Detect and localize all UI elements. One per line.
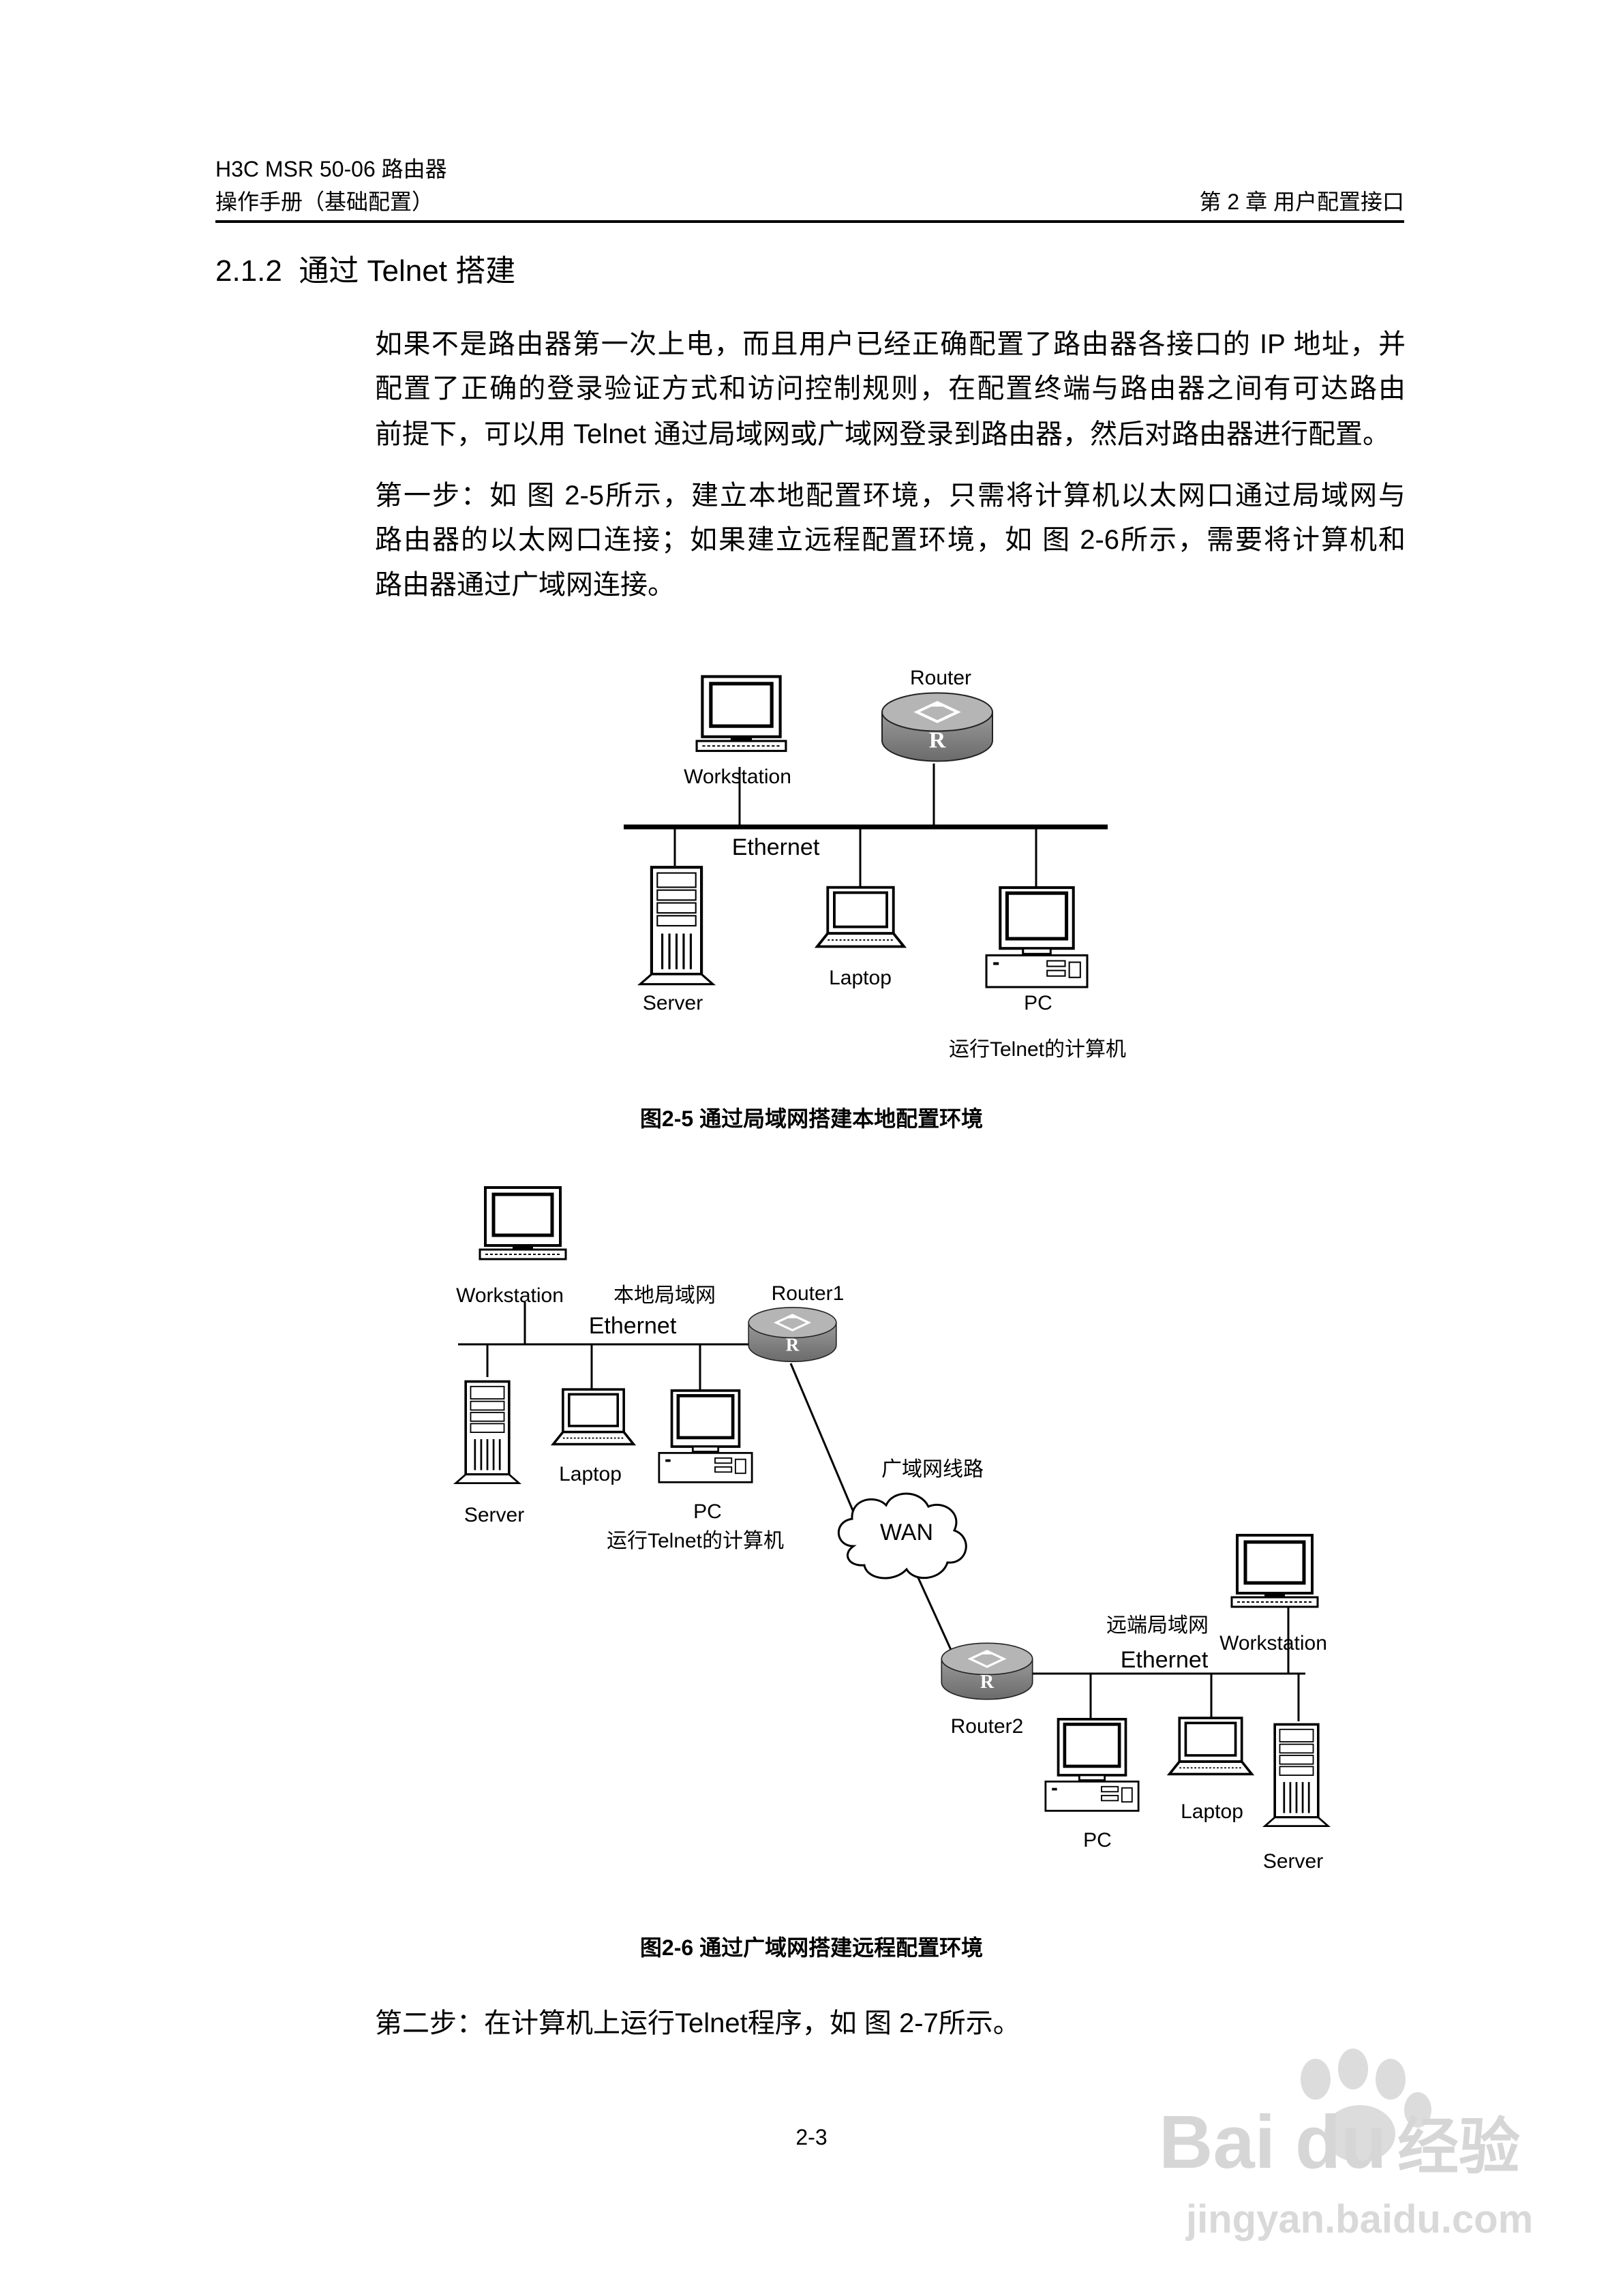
label-wan: WAN [879, 1520, 934, 1545]
section-number: 2.1.2 [215, 254, 282, 288]
paragraph1-line: 如果不是路由器第一次上电，而且用户已经正确配置了路由器各接口的 IP 地址，并 [375, 329, 1406, 359]
label-local-lan: 本地局域网 [613, 1284, 716, 1307]
section-title: 通过 Telnet 搭建 [299, 254, 516, 288]
paragraph2-line: 路由器的以太网口连接；如果建立远程配置环境，如 图 2-6所示，需要将计算机和 [375, 525, 1406, 555]
label-server: Server [642, 992, 703, 1014]
label-router1: Router1 [771, 1282, 845, 1305]
label-ethernet-local: Ethernet [588, 1313, 677, 1339]
figure2-caption: 图2-6 通过广域网搭建远程配置环境 [639, 1935, 984, 1960]
router1-wan-link [789, 1363, 857, 1517]
paragraph1-line: 配置了正确的登录验证方式和访问控制规则，在配置终端与路由器之间有可达路由 [375, 374, 1406, 404]
label-remote-lan: 远端局域网 [1106, 1614, 1209, 1637]
svg-text:经验: 经验 [1397, 2111, 1520, 2183]
wan-router2-link [915, 1574, 952, 1650]
section-heading: 2.1.2 通过 Telnet 搭建 [215, 252, 515, 290]
label-wan-line: 广域网线路 [881, 1458, 984, 1481]
label-laptop-local: Laptop [559, 1463, 622, 1485]
label-ethernet-remote: Ethernet [1120, 1647, 1209, 1673]
svg-text:du: du [1295, 2100, 1386, 2184]
label-telnet-pc: 运行Telnet的计算机 [948, 1038, 1127, 1061]
paw-icon [1301, 2049, 1431, 2162]
label-pc-local: PC [693, 1500, 722, 1523]
watermark-brand: Bai [1159, 2100, 1275, 2184]
header-rule [215, 220, 1404, 223]
label-router: Router [909, 667, 972, 689]
label-pc: PC [1024, 992, 1052, 1014]
label-ethernet: Ethernet [731, 834, 820, 860]
paragraph1-line: 前提下，可以用 Telnet 通过局域网或广域网登录到路由器，然后对路由器进行配… [375, 419, 1390, 449]
label-telnet-pc-local: 运行Telnet的计算机 [606, 1530, 785, 1552]
wan-cloud [837, 1492, 967, 1580]
label-router2: Router2 [950, 1715, 1024, 1738]
watermark-url: jingyan.baidu.com [1185, 2197, 1533, 2241]
label-workstation: Workstation [684, 766, 791, 788]
label-workstation-local: Workstation [456, 1284, 564, 1307]
label-server-remote: Server [1262, 1850, 1324, 1873]
header-manual: 操作手册（基础配置） [215, 190, 434, 214]
label-laptop: Laptop [829, 967, 892, 989]
label-pc-remote: PC [1083, 1829, 1112, 1852]
header-chapter: 第 2 章 用户配置接口 [1199, 190, 1404, 214]
page-number: 2-3 [795, 2125, 828, 2149]
header-product: H3C MSR 50-06 路由器 [215, 157, 447, 181]
label-workstation-remote: Workstation [1219, 1632, 1327, 1655]
label-laptop-remote: Laptop [1181, 1800, 1243, 1823]
label-server-local: Server [464, 1504, 525, 1526]
figure1-caption: 图2-5 通过局域网搭建本地配置环境 [639, 1106, 984, 1131]
paragraph2-line: 第一步：如 图 2-5所示，建立本地配置环境，只需将计算机以太网口通过局域网与 [375, 481, 1406, 511]
paragraph2-line: 路由器通过广域网连接。 [375, 570, 675, 600]
step2-text: 第二步：在计算机上运行Telnet程序，如 图 2-7所示。 [375, 2008, 1020, 2038]
